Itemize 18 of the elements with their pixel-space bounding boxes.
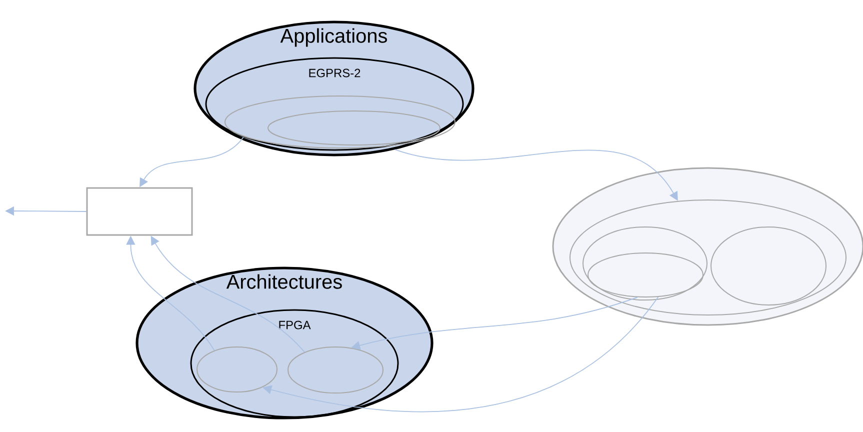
ellipse-shape <box>196 346 278 392</box>
ellipse-shape <box>588 252 704 298</box>
empty-box <box>86 187 193 236</box>
ellipse-title: EGPRS-2 <box>309 68 360 78</box>
ellipse-group <box>136 266 434 420</box>
ellipse-title: Architectures <box>226 274 342 289</box>
ellipse-title: FPGA <box>279 320 311 330</box>
ellipse-shape <box>570 200 846 316</box>
ellipse-shape <box>224 96 456 148</box>
ellipse-group <box>194 20 474 156</box>
ellipse-shape <box>552 167 863 326</box>
ellipse-shape <box>582 226 708 300</box>
ellipse-shape <box>710 226 826 306</box>
ellipse-shape <box>288 346 384 394</box>
ellipse-group <box>190 309 399 418</box>
ellipse-group <box>205 57 464 151</box>
ellipse-shape <box>268 110 440 146</box>
ellipse-title: Applications <box>280 28 387 47</box>
